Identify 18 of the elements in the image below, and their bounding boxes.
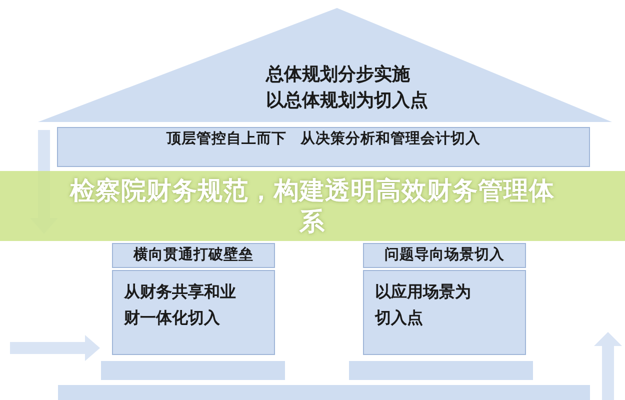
header-text: 问题导向场景切入 (384, 246, 504, 264)
beam-box (57, 127, 590, 167)
roof-text: 以总体规划为切入点 (266, 90, 428, 112)
pillar-text: 以应用场景为切入点 (375, 281, 471, 329)
beam-text: 顶层管控自上而下 (166, 131, 286, 149)
header-text: 横向贯通打破壁垒 (134, 246, 254, 264)
beam-text: 从决策分析和管理会计切入 (300, 131, 480, 149)
base-bar (58, 385, 590, 400)
header-box (112, 243, 275, 268)
roof-triangle (38, 8, 612, 122)
pillar-box (363, 270, 526, 355)
header-box (363, 243, 526, 268)
base-bar (101, 361, 285, 380)
pillar-text: 从财务共享和业财一体化切入 (124, 281, 237, 329)
base-bar (349, 361, 533, 380)
roof-text: 总体规划分步实施 (266, 64, 410, 86)
pillar-box (112, 270, 275, 355)
title-text: 检察院财务规范，构建透明高效财务管理体系 (68, 175, 556, 237)
